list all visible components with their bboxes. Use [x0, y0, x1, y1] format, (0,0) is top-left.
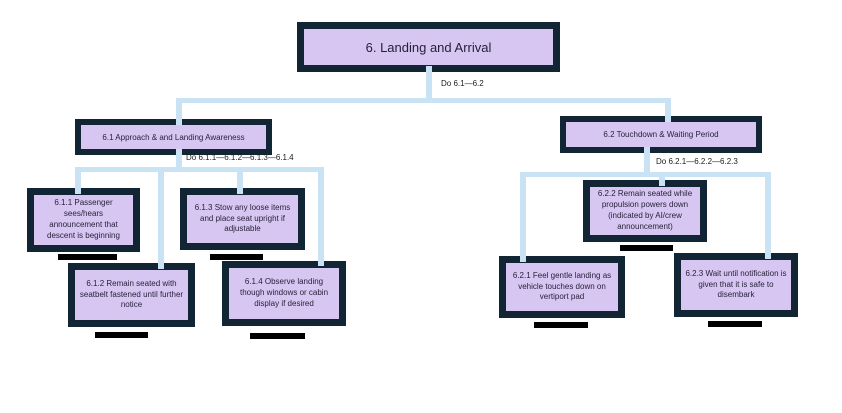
- node-6-1-1-announcement[interactable]: 6.1.1 Passenger sees/hears announcement …: [27, 188, 140, 252]
- edge-label-root: Do 6.1—6.2: [441, 79, 484, 88]
- node-6-1-3-stow-items[interactable]: 6.1.3 Stow any loose items and place sea…: [180, 188, 305, 250]
- connector-6-2-stub: [644, 147, 650, 177]
- node-6-2-label: 6.2 Touchdown & Waiting Period: [603, 130, 719, 139]
- node-6-landing-and-arrival[interactable]: 6. Landing and Arrival: [297, 22, 560, 72]
- node-6-1-1-label: 6.1.1 Passenger sees/hears announcement …: [47, 198, 120, 240]
- connector-drop-to-6-2-3: [765, 172, 771, 259]
- node-6-2-1-gentle-landing[interactable]: 6.2.1 Feel gentle landing as vehicle tou…: [499, 256, 625, 318]
- node-6-2-1-stand: [534, 322, 588, 328]
- node-6-1-label: 6.1 Approach & and Landing Awareness: [102, 132, 245, 142]
- node-6-2-3-wait-notification[interactable]: 6.2.3 Wait until notification is given t…: [674, 253, 798, 317]
- connector-drop-to-6-2-1: [520, 172, 526, 262]
- node-6-1-3-label: 6.1.3 Stow any loose items and place sea…: [194, 202, 291, 234]
- connector-right-horizontal: [520, 172, 771, 177]
- node-6-2-2-stand: [620, 245, 673, 251]
- node-6-1-4-label: 6.1.4 Observe landing though windows or …: [239, 277, 329, 308]
- node-6-1-2-label: 6.1.2 Remain seated with seatbelt fasten…: [79, 278, 184, 310]
- connector-drop-to-6-1-1: [75, 167, 81, 194]
- connector-drop-to-6-1-4: [318, 167, 324, 266]
- node-6-2-1-label: 6.2.1 Feel gentle landing as vehicle tou…: [512, 270, 612, 302]
- node-6-1-4-stand: [250, 333, 305, 339]
- node-6-1-2-remain-seated[interactable]: 6.1.2 Remain seated with seatbelt fasten…: [68, 263, 195, 327]
- connector-left-horizontal: [75, 167, 324, 172]
- node-6-1-2-stand: [95, 332, 148, 338]
- node-6-1-3-stand: [210, 254, 263, 260]
- node-6-2-2-propulsion-powers-down[interactable]: 6.2.2 Remain seated while propulsion pow…: [583, 180, 707, 242]
- node-6-1-approach-landing-awareness[interactable]: 6.1 Approach & and Landing Awareness: [75, 119, 272, 155]
- connector-drop-to-6-2: [665, 98, 671, 122]
- connector-6-1-stub: [176, 149, 182, 172]
- connector-drop-to-6-2-2: [659, 172, 665, 186]
- connector-drop-to-6-1-3: [237, 167, 243, 194]
- node-6-1-1-stand: [58, 254, 117, 260]
- edge-label-6-2: Do 6.2.1—6.2.2—6.2.3: [656, 157, 738, 166]
- node-6-2-3-stand: [708, 321, 762, 327]
- connector-drop-to-6-1: [176, 98, 182, 125]
- node-6-2-3-label: 6.2.3 Wait until notification is given t…: [685, 268, 787, 300]
- node-6-label: 6. Landing and Arrival: [365, 39, 492, 55]
- edge-label-6-1: Do 6.1.1—6.1.2—6.1.3—6.1.4: [186, 153, 294, 162]
- connector-top-horizontal: [176, 98, 671, 103]
- node-6-2-touchdown-waiting-period[interactable]: 6.2 Touchdown & Waiting Period: [560, 116, 762, 153]
- connector-drop-to-6-1-2: [158, 167, 164, 269]
- connector-root-stub: [426, 66, 432, 103]
- node-6-1-4-observe-landing[interactable]: 6.1.4 Observe landing though windows or …: [222, 261, 346, 326]
- node-6-2-2-label: 6.2.2 Remain seated while propulsion pow…: [597, 189, 693, 231]
